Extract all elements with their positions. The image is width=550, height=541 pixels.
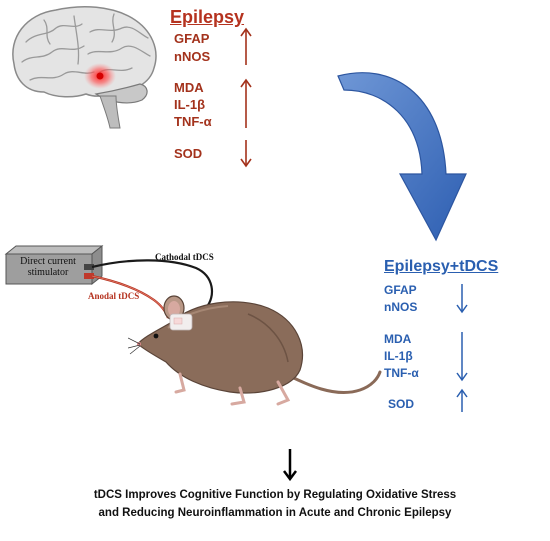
brain-icon [12,5,157,129]
stimulator-label-line2: stimulator [27,267,69,278]
up-arrow-icon [456,388,468,412]
anodal-label: Anodal tDCS [88,291,140,301]
up-arrow-icon [240,27,252,65]
epilepsy-title: Epilepsy [170,7,245,27]
epilepsy-marker-gfap: GFAP [174,31,210,46]
treatment-title: Epilepsy+tDCS [384,258,499,275]
conclusion-text: tDCS Improves Cognitive Function by Regu… [0,486,550,522]
down-arrow-icon [456,284,468,314]
stimulator-label-line1: Direct current [20,256,76,267]
treatment-marker-sod: SOD [388,397,415,411]
epilepsy-marker-nnos: nNOS [174,49,211,64]
epilepsy-marker-mda: MDA [174,80,204,95]
cathodal-label: Cathodal tDCS [155,252,214,262]
treatment-marker-mda: MDA [384,332,412,346]
treatment-marker-il1b: IL-1β [384,349,413,363]
treatment-marker-gfap: GFAP [384,283,417,297]
mouse-icon [128,295,382,406]
epilepsy-marker-tnfa: TNF-α [174,114,212,129]
treatment-marker-nnos: nNOS [384,300,418,314]
stimulator-label: Direct current stimulator [8,256,88,278]
up-arrow-icon [240,78,252,128]
curved-arrow-icon [337,72,467,242]
epilepsy-marker-sod: SOD [174,146,203,161]
conclusion-line1: tDCS Improves Cognitive Function by Regu… [93,489,457,501]
treatment-marker-tnfa: TNF-α [384,366,419,380]
down-arrow-icon [240,140,252,168]
stimulator-device [4,244,104,286]
epilepsy-marker-il1b: IL-1β [174,97,206,112]
conclusion-line2: and Reducing Neuroinflammation in Acute … [98,507,452,519]
down-arrow-icon [456,332,468,382]
down-arrow-icon [283,449,297,482]
